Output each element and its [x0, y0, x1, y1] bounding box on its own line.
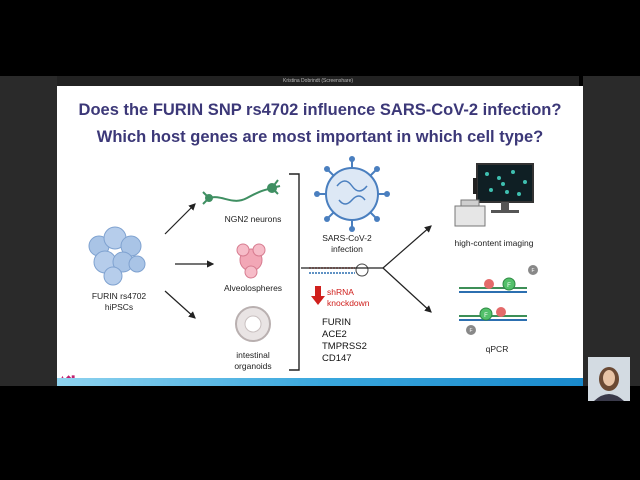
arrow-to-neurons — [164, 203, 196, 235]
neuron-icon — [202, 179, 281, 205]
alveolosphere-icon — [236, 243, 266, 279]
presenter-avatar — [588, 357, 630, 401]
sars-cov-2-virus-icon — [314, 156, 390, 232]
slide-title-line1: Does the FURIN SNP rs4702 influence SARS… — [78, 101, 562, 119]
source-label-line2: hiPSCs — [104, 302, 134, 312]
slide-footer-bar — [57, 378, 583, 386]
readout-qpcr-label: qPCR — [485, 344, 509, 354]
source-label-line1: FURIN rs4702 — [91, 291, 147, 301]
hipsc-cluster-icon — [88, 226, 146, 286]
fluor-label-3: F — [531, 268, 534, 274]
arrow-to-organoids — [164, 290, 196, 319]
infection-line2: infection — [331, 244, 363, 254]
source-label: FURIN rs4702 hiPSCs — [79, 291, 159, 313]
left-panel — [0, 76, 57, 386]
infection-label: SARS-CoV-2 infection — [312, 233, 382, 255]
cell-type-alveolospheres-label: Alveolospheres — [223, 283, 283, 293]
gene-tmprss2: TMPRSS2 — [322, 341, 367, 352]
slide-title-line2: Which host genes are most important in w… — [96, 128, 544, 146]
imaging-station-icon — [454, 163, 534, 227]
shrna-hairpin-icon — [309, 263, 369, 277]
cell-types-bracket — [289, 173, 300, 371]
arrow-to-imaging — [382, 225, 432, 269]
qpcr-icon: F F F F — [459, 265, 538, 335]
fluor-label-1: F — [507, 283, 511, 289]
organoids-line1: intestinal — [236, 350, 270, 360]
presentation-slide: Does the FURIN SNP rs4702 influence SARS… — [57, 86, 583, 386]
organoids-line2: organoids — [234, 361, 272, 371]
organoid-icon — [235, 306, 271, 342]
gene-ace2: ACE2 — [322, 329, 347, 340]
fluor-label-2: F — [484, 313, 488, 319]
arrow-to-qpcr — [382, 267, 432, 313]
right-panel — [583, 76, 640, 386]
knockdown-line1: shRNA — [327, 287, 354, 297]
readout-imaging-label: high-content imaging — [454, 238, 534, 248]
fluor-label-4: F — [469, 328, 472, 334]
infection-line1: SARS-CoV-2 — [322, 233, 372, 243]
knockdown-line2: knockdown — [327, 298, 370, 308]
gene-cd147: CD147 — [322, 353, 352, 364]
screenshare-title: Kristina Dobrindt (Screenshare) — [282, 78, 354, 84]
gene-furin: FURIN — [322, 317, 352, 328]
presenter-video-thumbnail[interactable] — [588, 357, 630, 401]
knockdown-label: shRNA knockdown — [327, 287, 387, 309]
slide-diagram: F F F F — [88, 156, 538, 371]
cell-type-organoids-label: intestinal organoids — [217, 350, 289, 372]
screenshare-title-bar: Kristina Dobrindt (Screenshare) — [57, 76, 579, 86]
knockdown-arrow-icon — [311, 286, 325, 305]
cell-type-neurons-label: NGN2 neurons — [224, 214, 282, 224]
